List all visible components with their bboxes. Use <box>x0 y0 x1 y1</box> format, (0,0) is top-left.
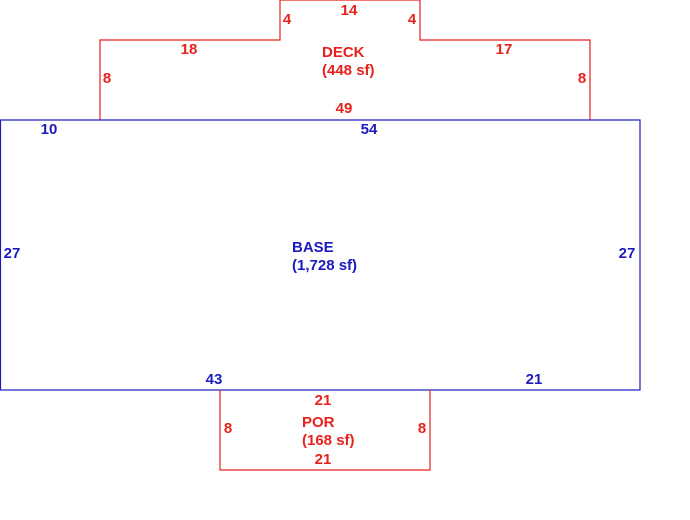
base-dim-bottom-right: 21 <box>526 371 543 388</box>
base-dim-top: 54 <box>361 121 378 138</box>
porch-outline <box>219 390 431 471</box>
deck-outline <box>99 0 591 120</box>
base-dim-top-left: 10 <box>41 121 58 138</box>
base-dim-right: 27 <box>619 245 636 262</box>
porch-dim-bottom: 21 <box>315 451 332 468</box>
base-dim-bottom-left: 43 <box>206 371 223 388</box>
deck-dim-right-step: 4 <box>408 11 417 28</box>
porch-name: POR <box>302 414 335 431</box>
deck-area: (448 sf) <box>322 62 375 79</box>
porch-dim-top: 21 <box>315 392 332 409</box>
porch-dim-left: 8 <box>224 420 232 437</box>
deck-dim-bottom: 49 <box>336 100 353 117</box>
porch-area: (168 sf) <box>302 432 355 449</box>
deck-name: DECK <box>322 44 365 61</box>
deck-dim-left-top: 18 <box>181 41 198 58</box>
deck-dim-right-top: 17 <box>496 41 513 58</box>
deck-dim-left-step: 4 <box>283 11 292 28</box>
base-area: (1,728 sf) <box>292 257 357 274</box>
base-name: BASE <box>292 239 334 256</box>
porch-dim-right: 8 <box>418 420 426 437</box>
deck-dim-right-side: 8 <box>578 70 586 87</box>
base-dim-left: 27 <box>4 245 21 262</box>
deck-dim-left-side: 8 <box>103 70 111 87</box>
deck-dim-top: 14 <box>341 2 358 19</box>
base-outline <box>0 119 641 391</box>
